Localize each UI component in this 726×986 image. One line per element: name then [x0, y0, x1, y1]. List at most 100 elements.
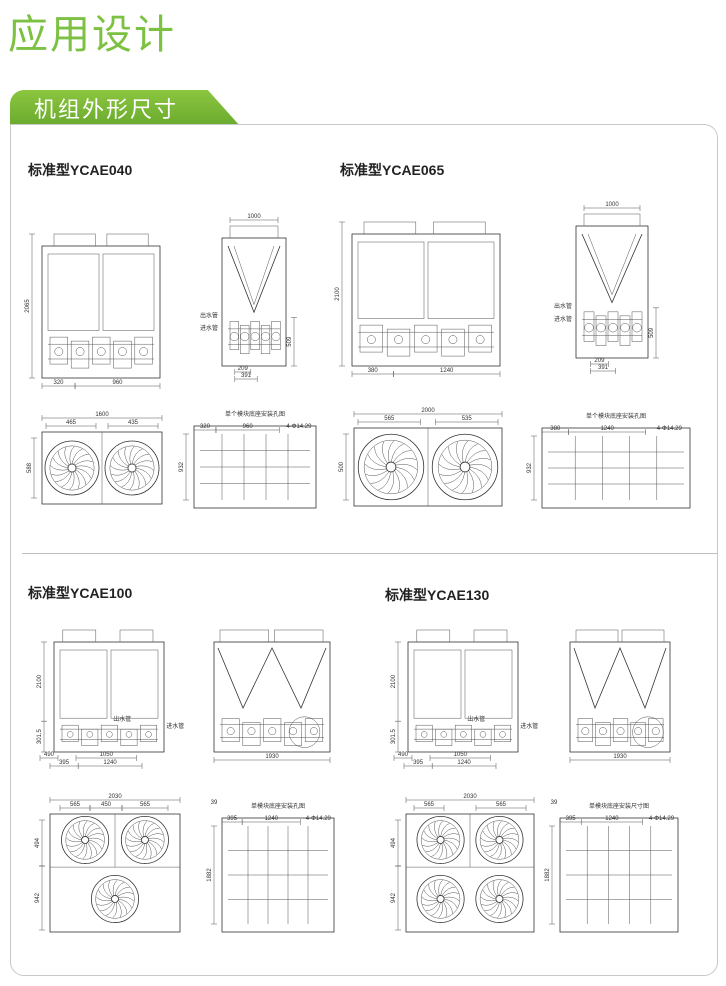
frame-grid: [566, 826, 672, 924]
dimension-label: 2100: [335, 287, 341, 301]
piping-components: [582, 311, 643, 346]
dimension-label: 1000: [247, 214, 261, 220]
dimension-label: 2065: [25, 299, 31, 313]
piping-components: [576, 718, 664, 746]
piping-components: [414, 724, 512, 746]
dimension-label: 301.5: [391, 728, 397, 744]
dimension-label: 494: [35, 837, 41, 848]
dimension-label: 1240: [103, 760, 117, 766]
fan-icon: [120, 815, 169, 864]
hole-spec: 4-Φ14.29: [286, 424, 312, 430]
dimension-label: 2100: [391, 674, 397, 688]
fan-icon: [431, 433, 499, 501]
v-coil: [581, 233, 643, 304]
piping-components: [220, 718, 324, 746]
dimension-label: 565: [70, 802, 81, 808]
dimension-label: 395: [227, 816, 238, 822]
pump-icon: [288, 716, 321, 748]
pipe-label: 出水管: [113, 715, 131, 723]
dimension-label: 209: [594, 358, 605, 364]
top-view: 1600 465 435 588: [27, 412, 163, 505]
mounting-note: 单个模块底座安装孔图: [586, 412, 646, 420]
dimension-label: 588: [27, 462, 33, 473]
dimension-label: 391: [241, 373, 252, 379]
dimension-label: 39: [211, 800, 218, 806]
base-mounting-plan: 单模块底座安装孔图 395 1240 4-Φ14.29 1882 39: [207, 800, 335, 933]
page-title: 应用设计: [8, 13, 176, 57]
model-title-ycae040: 标准型YCAE040: [28, 162, 133, 178]
mounting-note: 单个模块底座安装孔图: [225, 410, 285, 418]
dimension-label: 395: [413, 760, 424, 766]
dimension-label: 500: [339, 461, 345, 472]
dimension-label: 450: [101, 802, 112, 808]
dimension-label: 565: [424, 802, 435, 808]
section-tab: [10, 90, 240, 126]
fan-icon: [61, 815, 110, 864]
dimension-label: 391: [598, 365, 609, 371]
dimension-label: 209: [238, 366, 249, 372]
piping-components: [358, 324, 494, 357]
pipe-label: 出水管: [467, 715, 485, 723]
dimension-label: 2030: [463, 794, 477, 800]
dimension-label: 1882: [207, 868, 213, 882]
fan-icon: [357, 433, 425, 501]
hole-spec: 4-Φ14.29: [657, 426, 683, 432]
dimension-label: 565: [384, 416, 395, 422]
dimension-label: 960: [243, 424, 254, 430]
dimension-label: 932: [527, 462, 533, 473]
piping-components: [60, 724, 158, 746]
dimension-label: 490: [44, 752, 55, 758]
pipe-label: 进水管: [554, 315, 572, 323]
dimension-label: 1240: [265, 816, 279, 822]
pipe-label: 进水管: [520, 722, 538, 730]
dimension-label: 1600: [95, 412, 109, 418]
dimension-label: 320: [200, 424, 211, 430]
dimension-label: 2100: [37, 674, 43, 688]
dimension-label: 565: [496, 802, 507, 808]
fan-icon: [91, 874, 140, 923]
dimension-label: 1240: [440, 368, 454, 374]
dimension-label: 465: [66, 420, 77, 426]
dimension-label: 565: [140, 802, 151, 808]
hole-spec: 4-Φ14.29: [306, 816, 332, 822]
dimension-label: 1930: [613, 754, 627, 760]
w-coil: [217, 647, 327, 709]
side-view: 1930: [569, 629, 671, 763]
fan-icon: [44, 440, 100, 496]
dimension-label: 2030: [108, 794, 122, 800]
pipe-label: 出水管: [554, 302, 572, 310]
frame-grid: [228, 826, 328, 924]
piping-components: [48, 336, 154, 369]
side-view: 1930: [213, 629, 331, 763]
frame-grid: [200, 434, 310, 500]
model-title-ycae100: 标准型YCAE100: [28, 585, 133, 601]
fan-icon: [475, 874, 524, 923]
dimension-label: 1050: [100, 752, 114, 758]
piping-components: [228, 321, 281, 355]
dimension-label: 1050: [454, 752, 468, 758]
dimension-label: 435: [128, 420, 139, 426]
content-panel: [10, 124, 718, 976]
dimension-label: 1000: [605, 202, 619, 208]
fan-icon: [416, 815, 465, 864]
w-coil: [573, 646, 667, 710]
fan-icon: [475, 815, 524, 864]
pipe-label: 进水管: [166, 722, 184, 730]
mounting-note: 单模块底座安装孔图: [251, 802, 305, 810]
section-tab-label: 机组外形尺寸: [34, 97, 179, 122]
dimension-label: 301.5: [37, 728, 43, 744]
pipe-label: 进水管: [200, 324, 218, 332]
dimension-label: 395: [59, 760, 70, 766]
